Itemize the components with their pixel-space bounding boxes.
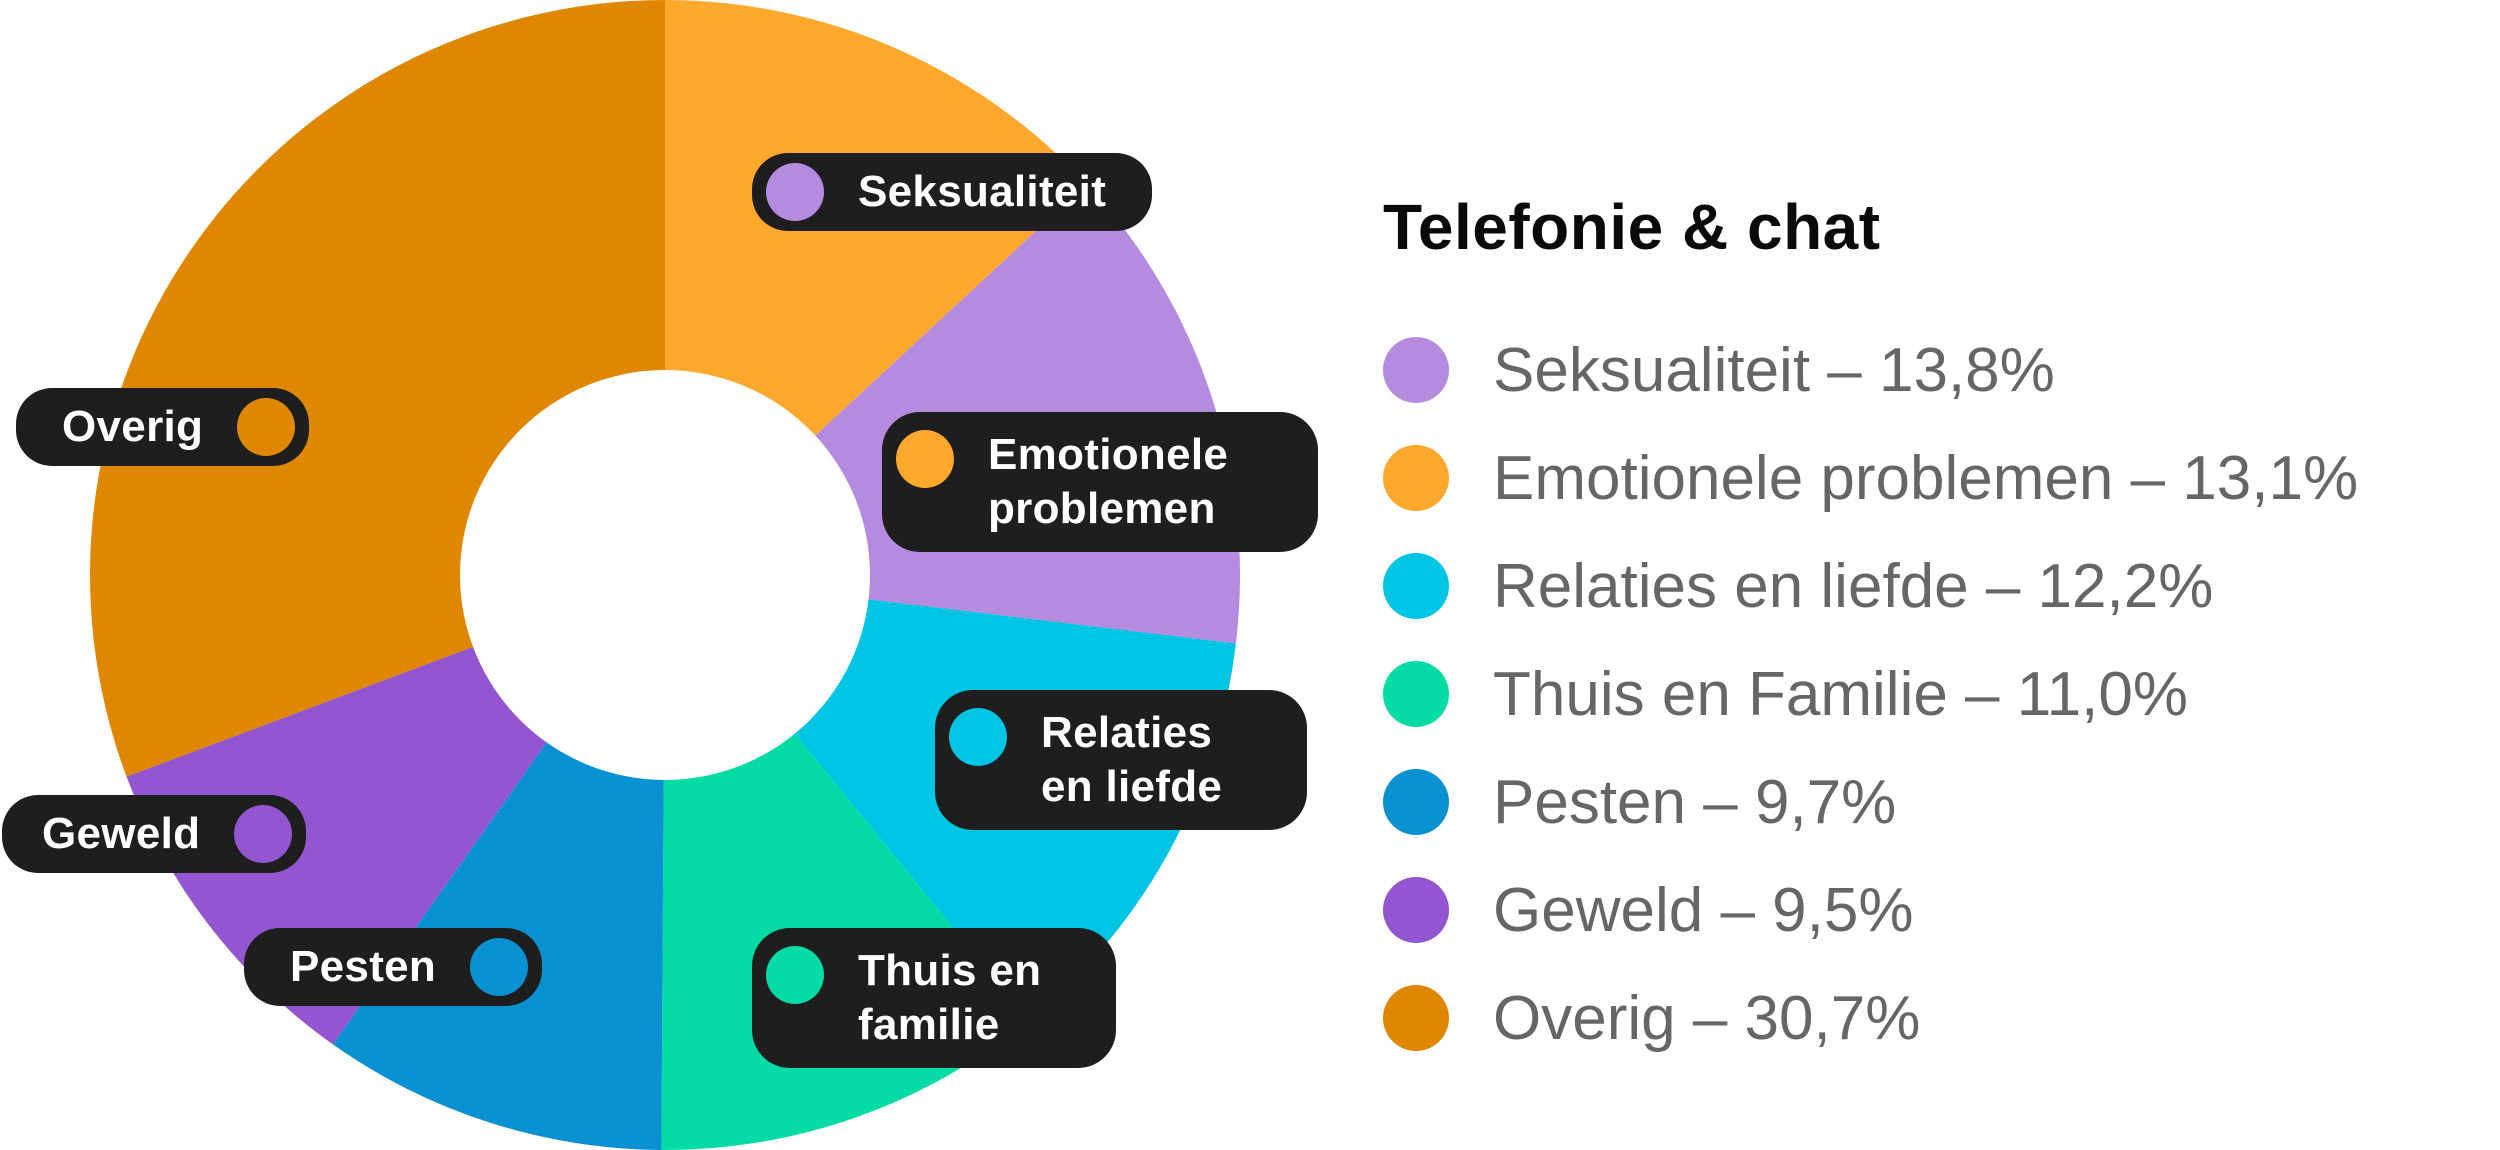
geweld-legend-dot-icon — [1383, 877, 1449, 943]
callout-label: Pesten — [290, 942, 437, 991]
pesten-dot-icon — [470, 938, 529, 996]
callout-pesten: Pesten — [244, 928, 543, 1006]
relaties-dot-icon — [949, 708, 1007, 766]
legend-item-relaties-en-liefde: Relaties en liefde – 12,2% — [1383, 532, 2358, 640]
emotionele-dot-icon — [896, 430, 954, 488]
legend-label: Overig – 30,7% — [1493, 983, 1921, 1053]
legend-item-overig: Overig – 30,7% — [1383, 964, 2358, 1072]
legend-item-thuis-en-familie: Thuis en Familie – 11,0% — [1383, 640, 2358, 748]
callout-label: Seksualiteit — [858, 167, 1107, 216]
callout-label: Thuis en familie — [858, 946, 1042, 1049]
callout-label: Emotionele problemen — [988, 430, 1229, 533]
legend-item-pesten: Pesten – 9,7% — [1383, 748, 2358, 856]
callout-geweld: Geweld — [2, 795, 307, 873]
callout-emotionele-problemen: Emotionele problemen — [882, 412, 1318, 552]
callout-overig: Overig — [16, 388, 310, 466]
callout-relaties-en-liefde: Relaties en liefde — [935, 690, 1307, 830]
callout-thuis-en-familie: Thuis en familie — [752, 928, 1116, 1068]
relaties-legend-dot-icon — [1383, 553, 1449, 619]
callout-label: Relaties en liefde — [1041, 708, 1223, 811]
legend-label: Thuis en Familie – 11,0% — [1493, 659, 2188, 729]
callout-label: Geweld — [42, 809, 201, 858]
overig-legend-dot-icon — [1383, 985, 1449, 1051]
callout-seksualiteit: Seksualiteit — [752, 153, 1153, 231]
thuis-legend-dot-icon — [1383, 661, 1449, 727]
legend: Telefonie & chat Seksualiteit – 13,8% Em… — [1383, 190, 2358, 1072]
legend-item-geweld: Geweld – 9,5% — [1383, 856, 2358, 964]
emotionele-legend-dot-icon — [1383, 445, 1449, 511]
legend-label: Relaties en liefde – 12,2% — [1493, 551, 2214, 621]
legend-label: Geweld – 9,5% — [1493, 875, 1914, 945]
seksualiteit-dot-icon — [766, 163, 824, 221]
callout-label: Overig — [62, 402, 204, 451]
legend-item-emotionele-problemen: Emotionele problemen – 13,1% — [1383, 424, 2358, 532]
donut-hole — [460, 370, 870, 780]
seksualiteit-legend-dot-icon — [1383, 337, 1449, 403]
legend-item-seksualiteit: Seksualiteit – 13,8% — [1383, 316, 2358, 424]
thuis-dot-icon — [766, 946, 824, 1004]
geweld-dot-icon — [234, 805, 293, 863]
legend-title: Telefonie & chat — [1383, 191, 1881, 263]
pesten-legend-dot-icon — [1383, 769, 1449, 835]
legend-label: Emotionele problemen – 13,1% — [1493, 443, 2359, 513]
legend-label: Seksualiteit – 13,8% — [1493, 335, 2055, 405]
legend-label: Pesten – 9,7% — [1493, 767, 1897, 837]
overig-dot-icon — [237, 398, 296, 456]
donut-chart — [90, 0, 1240, 1150]
